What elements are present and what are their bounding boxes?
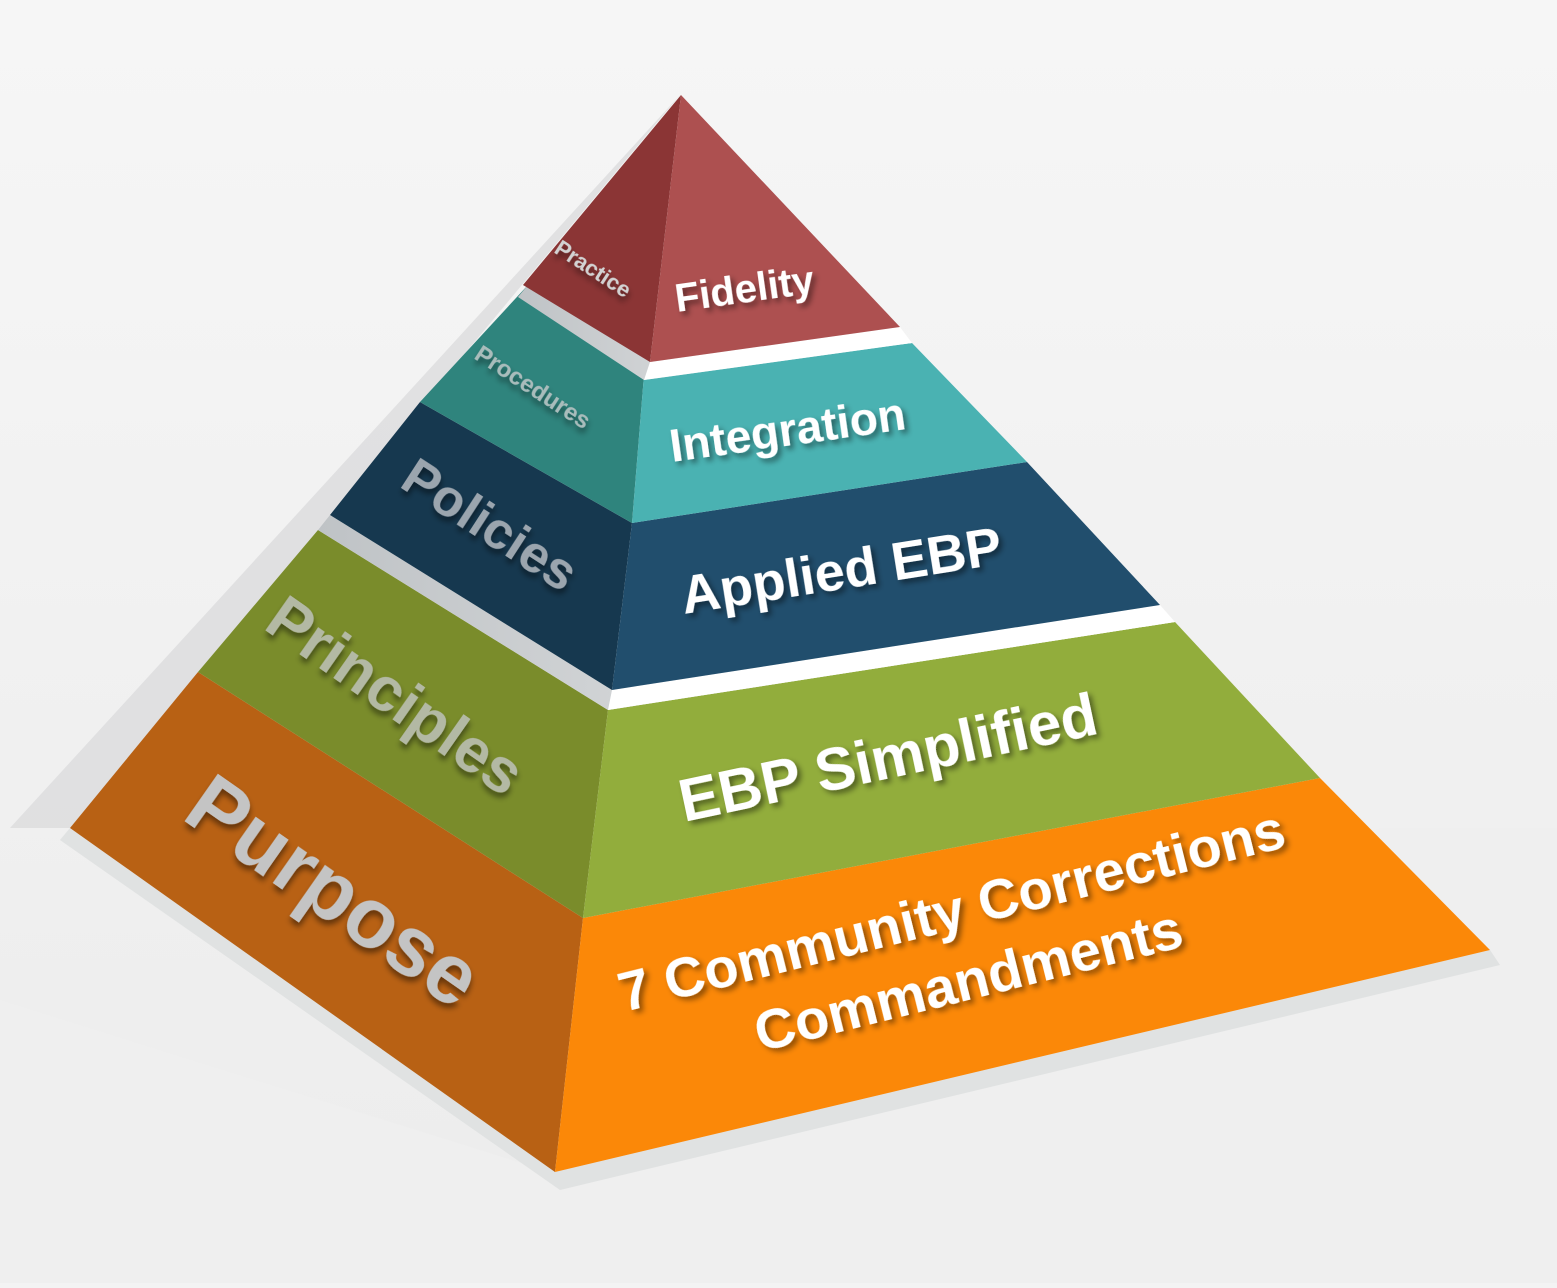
tier-policies-left-face [330,402,632,690]
tier-practice-right-face [650,95,900,362]
tier-purpose-left-face [70,672,583,1172]
pyramid-shadow [10,95,680,828]
tier-principles-left-face [198,530,608,918]
tier-procedures [420,285,1027,523]
tier-procedures-left-face [420,285,644,523]
tier-principles [198,530,1320,918]
tier-policies-right-face [612,462,1160,690]
tier-policies [330,402,1160,690]
separator [318,515,1175,710]
tier-practice-left-face [523,95,681,362]
separator [644,327,912,380]
tier-procedures-right-face [632,343,1027,523]
tier-practice [523,95,900,362]
tier-principles-right-face [583,622,1320,918]
tier-purpose [70,672,1490,1172]
tier-purpose-right-face [555,778,1490,1172]
separator [608,605,1175,710]
